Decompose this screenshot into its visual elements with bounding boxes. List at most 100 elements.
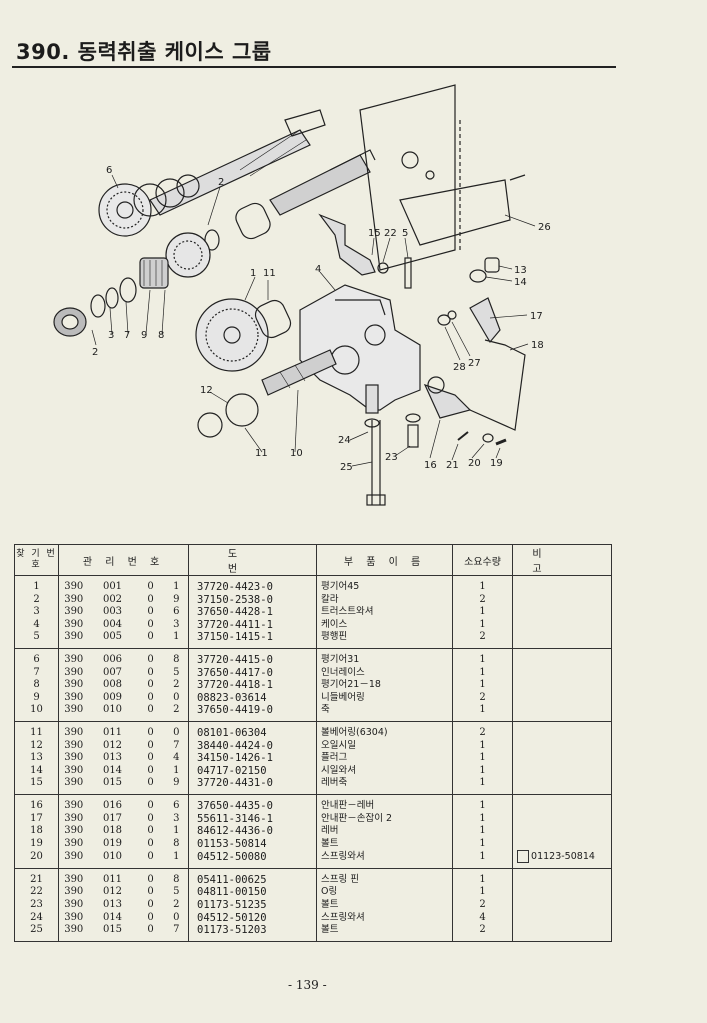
group-cell: 390: [64, 739, 84, 751]
callout-2b: 2: [92, 347, 98, 358]
qty-cell: 2: [452, 631, 514, 649]
qty-cell: 1: [452, 679, 514, 692]
callout-25: 25: [340, 462, 353, 473]
part-number-cell: 37650-4417-0: [188, 666, 318, 680]
part-number-cell: 37150-1415-1: [188, 631, 318, 649]
find-no-cell: 17: [14, 812, 59, 826]
code-a-cell: 0: [147, 886, 154, 898]
part-number-cell: 37720-4423-0: [188, 575, 318, 594]
callout-17: 17: [530, 311, 543, 322]
sub-no-cell: 018: [102, 825, 123, 837]
part-name-cell: 볼트: [316, 924, 454, 942]
part-name-cell: 볼트: [316, 899, 454, 912]
group-cell: 390: [64, 899, 84, 911]
remarks-cell: [512, 812, 613, 826]
code-a-cell: 0: [136, 704, 165, 722]
callout-15: 15: [368, 228, 381, 239]
part-name-cell: 트러스트와셔: [316, 606, 454, 619]
sub-no-cell: 011: [102, 726, 123, 738]
code-a-cell: 0: [147, 873, 154, 885]
callout-3: 3: [108, 330, 114, 341]
sub-no-cell: 001: [102, 581, 123, 592]
part-number-cell: 04512-50120: [188, 911, 318, 925]
part-name-cell: 안내판－레버: [316, 794, 454, 813]
qty-cell: 1: [452, 812, 514, 826]
find-no-cell: 7: [14, 666, 59, 680]
part-number-cell: 37150-2538-0: [188, 593, 318, 607]
group-cell: 390: [64, 752, 84, 764]
code-a-cell: 0: [147, 581, 154, 592]
part-number-cell: 84612-4436-0: [188, 825, 318, 838]
part-number-cell: 08101-06304: [188, 721, 318, 740]
callout-8: 8: [158, 330, 164, 341]
part-number-cell: 04811-00150: [188, 886, 318, 900]
group-cell: 390: [64, 886, 84, 898]
group-cell: 390: [64, 799, 84, 811]
code-a-cell: 0: [147, 666, 154, 678]
code-b-cell: 7: [164, 924, 190, 942]
code-a-cell: 0: [147, 837, 154, 849]
callout-20: 20: [468, 458, 481, 469]
header-part-name: 부 품 이 름: [316, 544, 454, 576]
callout-19: 19: [490, 458, 503, 469]
find-no-cell: 10: [14, 704, 59, 722]
code-a-cell: 0: [136, 631, 165, 649]
callout-6: 6: [106, 165, 112, 176]
qty-cell: 1: [452, 606, 514, 619]
part-name-cell: 볼베어링(6304): [316, 721, 454, 740]
part-name-cell: 축: [316, 704, 454, 722]
part-name-cell: 플러그: [316, 752, 454, 765]
part-name-cell: 인너레이스: [316, 666, 454, 680]
find-no-cell: 2: [14, 593, 59, 607]
callout-23: 23: [385, 452, 398, 463]
code-b-cell: 6: [164, 606, 190, 619]
qty-cell: 1: [452, 886, 514, 900]
find-no-cell: 3: [14, 606, 59, 619]
qty-cell: 2: [452, 721, 514, 740]
group-cell: 390: [64, 691, 84, 703]
code-b-cell: 1: [164, 850, 190, 869]
remarks-cell: [512, 794, 613, 813]
callout-26: 26: [538, 222, 551, 233]
code-a-cell: 0: [147, 752, 154, 764]
part-number-cell: 38440-4424-0: [188, 739, 318, 753]
group-cell: 390: [64, 726, 84, 738]
qty-cell: 1: [452, 618, 514, 632]
part-number-cell: 37650-4428-1: [188, 606, 318, 619]
code-a-cell: 0: [147, 653, 154, 665]
find-no-cell: 9: [14, 691, 59, 705]
callout-7: 7: [124, 330, 130, 341]
table-header-row: 찾 기 번 호 관 리 번 호 도 번 부 품 이 름 소요수량 비 고: [14, 544, 613, 576]
find-no-cell: 16: [14, 794, 59, 813]
qty-cell: 1: [452, 777, 514, 795]
sub-no-cell: 017: [102, 812, 123, 824]
code-a-cell: 0: [147, 812, 154, 824]
remarks-cell: [512, 631, 613, 649]
code-b-cell: 8: [164, 648, 190, 667]
sub-no-cell: 013: [102, 752, 123, 764]
part-number-cell: 37720-4415-0: [188, 648, 318, 667]
header-find-no: 찾 기 번 호: [14, 544, 59, 576]
code-a-cell: 0: [147, 606, 154, 618]
part-name-cell: 니들베어링: [316, 691, 454, 705]
group-cell: 390: [58, 850, 89, 869]
find-no-cell: 25: [14, 924, 59, 942]
remarks-cell: 01123-50814: [512, 850, 613, 869]
sub-no-cell: 014: [102, 764, 123, 776]
page-number: - 139 -: [288, 978, 327, 992]
find-no-cell: 14: [14, 764, 59, 778]
part-number-cell: 05411-00625: [188, 868, 318, 887]
find-no-cell: 19: [14, 837, 59, 851]
part-name-cell: 시일와셔: [316, 764, 454, 778]
code-a-cell: 0: [147, 799, 154, 811]
group-cell: 390: [64, 911, 84, 923]
